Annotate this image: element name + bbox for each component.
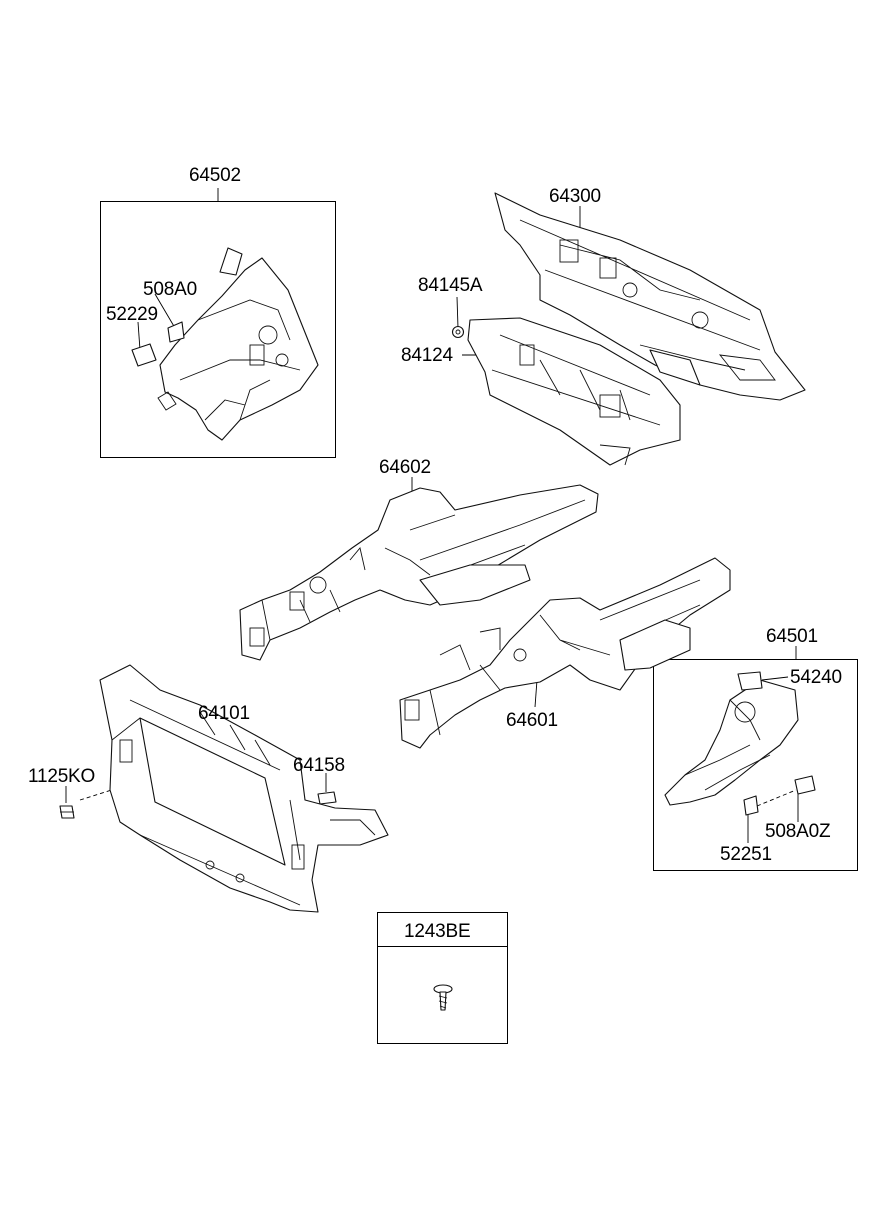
part-64501-assembly (664, 671, 816, 816)
part-84124-insulator (467, 317, 681, 466)
label-64158: 64158 (293, 755, 345, 776)
label-84145A: 84145A (418, 275, 483, 296)
part-84145A-grommet (451, 325, 465, 339)
label-508A0Z: 508A0Z (765, 821, 831, 842)
part-1243BE-screw (433, 984, 453, 1011)
assembly-box-64502 (100, 201, 336, 458)
label-64501: 64501 (766, 626, 818, 647)
label-64602: 64602 (379, 457, 431, 478)
label-84124: 84124 (401, 345, 453, 366)
label-54240: 54240 (790, 667, 842, 688)
fastener-box-1243BE (377, 912, 508, 1044)
part-1125KO-bolt (59, 805, 75, 819)
assembly-box-64501 (653, 659, 858, 871)
label-1243BE: 1243BE (404, 921, 471, 942)
label-64300: 64300 (549, 186, 601, 207)
part-64101-carrier (99, 664, 389, 913)
label-1125KO: 1125KO (28, 766, 96, 787)
label-508A0: 508A0 (143, 279, 197, 300)
label-64502: 64502 (189, 165, 241, 186)
label-64601: 64601 (506, 710, 558, 731)
fastener-box-header-divider (377, 946, 508, 947)
part-64158-bracket (317, 791, 337, 805)
part-64601-side-member (399, 557, 731, 749)
label-52229: 52229 (106, 304, 158, 325)
part-64300-dash-panel (494, 192, 806, 401)
part-64602-side-member (239, 484, 599, 661)
label-52251: 52251 (720, 844, 772, 865)
part-64502-assembly (131, 247, 319, 441)
label-64101: 64101 (198, 703, 250, 724)
